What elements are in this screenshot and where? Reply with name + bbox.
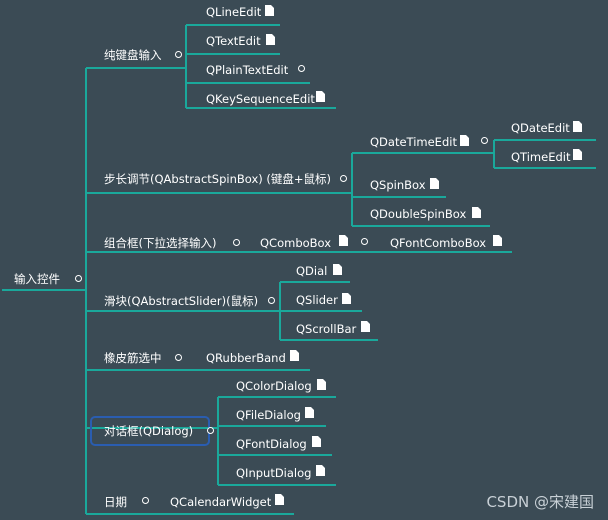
watermark: CSDN @宋建国 bbox=[486, 493, 594, 511]
note-icon bbox=[316, 465, 325, 476]
category-date[interactable]: 日期 bbox=[104, 495, 127, 509]
note-icon bbox=[573, 121, 582, 132]
leaf-qrubberband[interactable]: QRubberBand bbox=[206, 351, 286, 365]
note-icon bbox=[265, 5, 274, 16]
category-dialog[interactable]: 对话框(QDialog) bbox=[104, 424, 194, 438]
leaf-qlineedit[interactable]: QLineEdit bbox=[206, 5, 262, 19]
note-icon bbox=[316, 91, 325, 102]
leaf-qinputdialog[interactable]: QInputDialog bbox=[236, 466, 312, 480]
leaf-qdateedit[interactable]: QDateEdit bbox=[511, 121, 570, 135]
category-rubber[interactable]: 橡皮筋选中 bbox=[104, 351, 162, 365]
collapse-toggle-icon[interactable] bbox=[233, 239, 240, 246]
leaf-qplaintextedit[interactable]: QPlainTextEdit bbox=[206, 63, 289, 77]
leaf-qscrollbar[interactable]: QScrollBar bbox=[296, 322, 357, 336]
note-icon bbox=[430, 178, 439, 189]
note-icon bbox=[339, 235, 348, 246]
note-icon bbox=[266, 34, 275, 45]
collapse-toggle-icon[interactable] bbox=[361, 238, 368, 245]
leaf-qdatetimeedit[interactable]: QDateTimeEdit bbox=[370, 135, 457, 149]
leaf-qtextedit[interactable]: QTextEdit bbox=[206, 34, 261, 48]
note-icon bbox=[317, 379, 326, 390]
collapse-toggle-icon[interactable] bbox=[175, 354, 182, 361]
category-combo[interactable]: 组合框(下拉选择输入) bbox=[104, 236, 217, 250]
collapse-toggle-icon[interactable] bbox=[207, 427, 214, 434]
leaf-qfontdialog[interactable]: QFontDialog bbox=[236, 437, 307, 451]
collapse-toggle-icon[interactable] bbox=[268, 297, 275, 304]
leaf-qdoublespinbox[interactable]: QDoubleSpinBox bbox=[370, 207, 467, 221]
leaf-qfiledialog[interactable]: QFileDialog bbox=[236, 408, 301, 422]
note-icon bbox=[361, 321, 370, 332]
collapse-toggle-icon[interactable] bbox=[481, 137, 488, 144]
leaf-qtimeedit[interactable]: QTimeEdit bbox=[511, 150, 571, 164]
leaf-qdial[interactable]: QDial bbox=[296, 264, 328, 278]
collapse-toggle-icon[interactable] bbox=[142, 497, 149, 504]
root-node[interactable]: 输入控件 bbox=[14, 272, 60, 286]
note-icon bbox=[312, 436, 321, 447]
leaf-qslider[interactable]: QSlider bbox=[296, 293, 338, 307]
note-icon bbox=[342, 293, 351, 304]
note-icon bbox=[290, 350, 299, 361]
category-spinbox[interactable]: 步长调节(QAbstractSpinBox) (键盘+鼠标) bbox=[104, 172, 332, 186]
category-slider[interactable]: 滑块(QAbstractSlider)(鼠标) bbox=[104, 294, 259, 308]
leaf-qcolordialog[interactable]: QColorDialog bbox=[236, 379, 312, 393]
category-keyboard[interactable]: 纯键盘输入 bbox=[104, 48, 162, 62]
note-icon bbox=[305, 407, 314, 418]
leaf-qfontcombobox[interactable]: QFontComboBox bbox=[390, 236, 487, 250]
leaf-qcalendarwidget[interactable]: QCalendarWidget bbox=[170, 495, 272, 509]
note-icon bbox=[472, 207, 481, 218]
collapse-toggle-icon[interactable] bbox=[75, 275, 82, 282]
note-icon bbox=[275, 494, 284, 505]
note-icon bbox=[573, 149, 582, 160]
collapse-toggle-icon[interactable] bbox=[175, 51, 182, 58]
note-icon bbox=[460, 135, 469, 146]
note-icon bbox=[333, 264, 342, 275]
leaf-qkeysequenceedit[interactable]: QKeySequenceEdit bbox=[206, 92, 315, 106]
leaf-qcombobox[interactable]: QComboBox bbox=[260, 236, 332, 250]
leaf-qspinbox[interactable]: QSpinBox bbox=[370, 178, 426, 192]
collapse-toggle-icon[interactable] bbox=[298, 65, 305, 72]
note-icon bbox=[493, 235, 502, 246]
collapse-toggle-icon[interactable] bbox=[340, 175, 347, 182]
